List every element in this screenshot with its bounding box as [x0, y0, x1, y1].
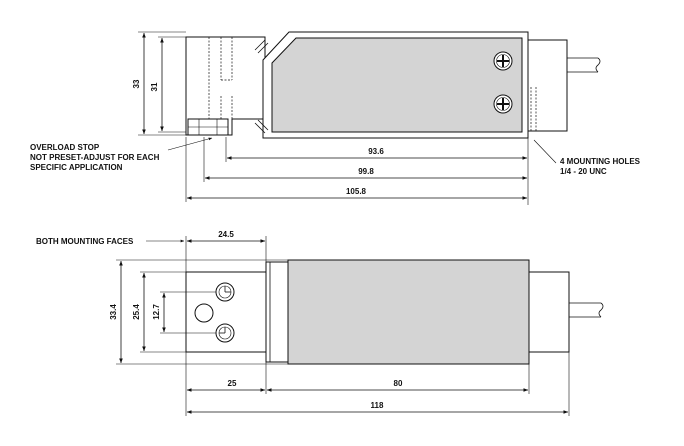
mounting-hole-upper: [215, 282, 235, 302]
cable-top: [567, 57, 601, 73]
dim-24-5-label: 24.5: [218, 230, 234, 239]
cable-bottom: [569, 302, 604, 318]
overload-note-line1: OVERLOAD STOP: [30, 143, 100, 152]
overload-stop-hole: [194, 303, 214, 323]
dim-99-8-label: 99.8: [358, 167, 374, 176]
dim-12-7-label: 12.7: [152, 304, 161, 320]
overload-note-line3: SPECIFIC APPLICATION: [30, 163, 123, 172]
mounting-hole-lower: [215, 323, 235, 343]
mounting-faces-note: BOTH MOUNTING FACES: [36, 237, 134, 246]
dim-33-label: 33: [132, 79, 141, 88]
overload-note-line2: NOT PRESET-ADJUST FOR EACH: [30, 153, 160, 162]
mounting-holes-note-line1: 4 MOUNTING HOLES: [560, 157, 641, 166]
dim-25-label: 25: [228, 379, 237, 388]
top-view: 33 31 93.6 99.8 105.8 OVERLOAD STOP NOT …: [30, 31, 641, 205]
dim-80-label: 80: [394, 379, 403, 388]
rear-block-bottom: [528, 271, 570, 353]
dim-118-label: 118: [371, 401, 384, 410]
dim-105-8-label: 105.8: [346, 187, 367, 196]
screw-upper: [493, 51, 513, 71]
bottom-view: 33.4 25.4 12.7 24.5 BOTH MOUNTING FACES …: [36, 230, 604, 416]
screw-lower: [493, 94, 513, 114]
cover-bottom: [287, 259, 530, 365]
cover-face-top: [271, 37, 523, 133]
dim-25-4-label: 25.4: [132, 304, 141, 320]
mounting-holes-note-line2: 1/4 - 20 UNC: [560, 167, 607, 176]
dim-93-6-label: 93.6: [368, 147, 384, 156]
overload-stop-nut: [187, 118, 229, 136]
hidden-screw-lines: [208, 37, 537, 131]
dim-33-4-label: 33.4: [109, 304, 118, 320]
dim-31-label: 31: [150, 82, 159, 91]
